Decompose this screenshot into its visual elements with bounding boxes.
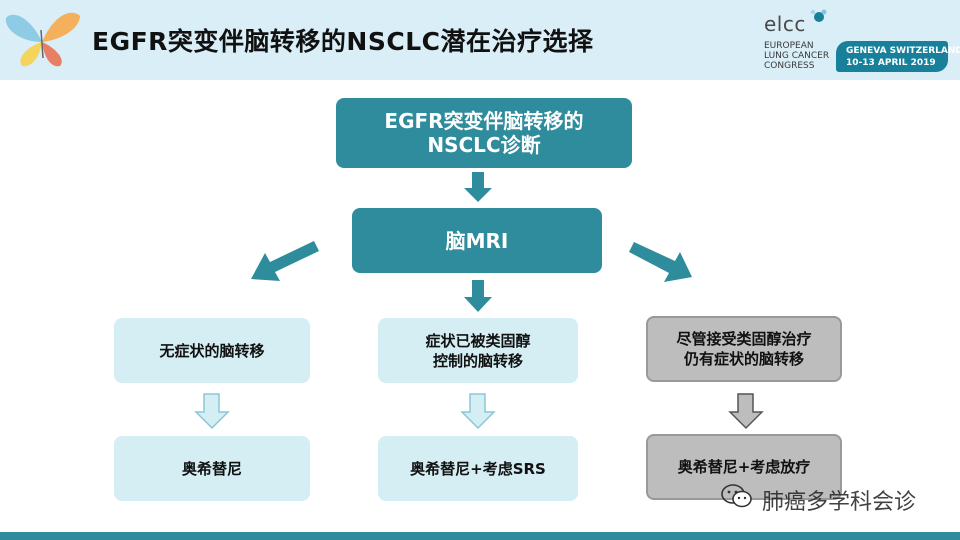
arrow-left-down xyxy=(194,393,230,430)
elcc-congress-name: EUROPEAN LUNG CANCER CONGRESS xyxy=(764,41,830,71)
arrow-center-down xyxy=(460,393,496,430)
arrow-mri-to-center xyxy=(464,280,492,312)
elcc-dots-icon xyxy=(811,9,827,22)
header-bar xyxy=(0,0,960,80)
bottom-bar xyxy=(0,532,960,540)
osimertinib-box: 奥希替尼 xyxy=(114,436,310,501)
symptomatic-box: 尽管接受类固醇治疗仍有症状的脑转移 xyxy=(646,316,842,382)
arrow-right-down xyxy=(728,393,764,430)
elcc-date-text: GENEVA SWITZERLAND 10-13 APRIL 2019 xyxy=(846,46,960,68)
osimertinib-radiotherapy-box: 奥希替尼+考虑放疗 xyxy=(646,434,842,500)
arrow-top-to-mri xyxy=(464,172,492,202)
butterfly-logo-icon xyxy=(5,12,80,67)
wechat-icon xyxy=(721,484,752,508)
steroid-controlled-box: 症状已被类固醇控制的脑转移 xyxy=(378,318,578,383)
elcc-date-badge xyxy=(836,41,948,72)
osimertinib-srs-box: 奥希替尼+考虑SRS xyxy=(378,436,578,501)
arrow-mri-to-right xyxy=(629,242,692,282)
watermark-text: 肺癌多学科会诊 xyxy=(762,490,917,515)
asymptomatic-box: 无症状的脑转移 xyxy=(114,318,310,383)
arrow-mri-to-left xyxy=(251,241,319,281)
brain-mri-box: 脑MRI xyxy=(352,208,602,273)
page-title: EGFR突变伴脑转移的NSCLC潜在治疗选择 xyxy=(92,27,594,56)
elcc-logo: elcc xyxy=(764,12,806,36)
